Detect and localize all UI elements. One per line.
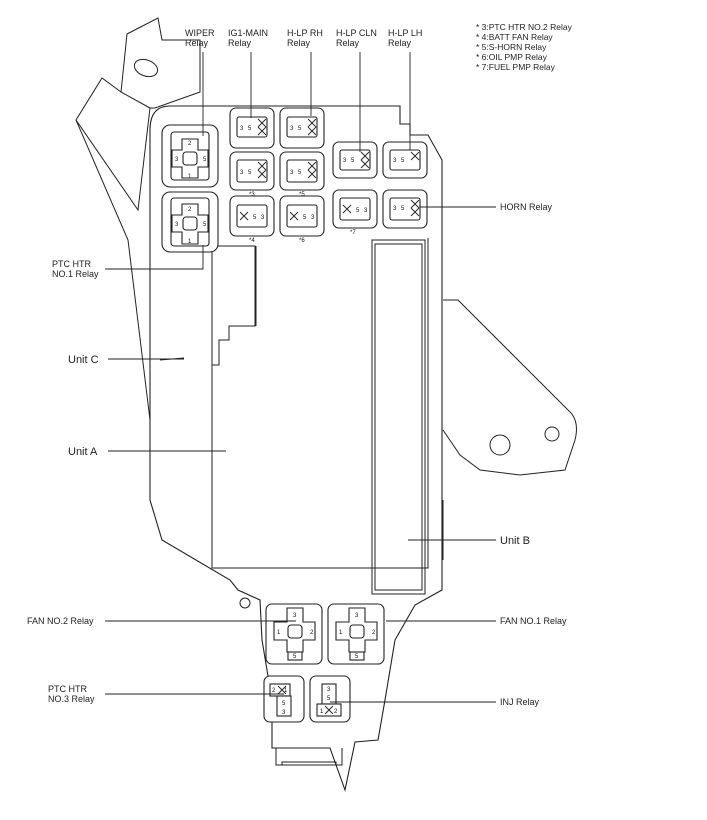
pin-label: 3 bbox=[364, 208, 368, 214]
star-6-label: *6 bbox=[299, 238, 305, 244]
bottom-connector bbox=[275, 748, 343, 766]
pin-label: 2 bbox=[272, 688, 276, 694]
pin-label: 3 bbox=[282, 710, 286, 716]
leader-lines bbox=[105, 52, 496, 703]
pin-label: 5 bbox=[248, 126, 252, 132]
pin-label: 3 bbox=[261, 215, 265, 221]
pin-label: 5 bbox=[303, 215, 307, 221]
horn-relay-label: HORN Relay bbox=[500, 202, 553, 212]
relay-6-socket bbox=[279, 195, 325, 237]
pin-label: 5 bbox=[401, 158, 405, 164]
pin-label: 1 bbox=[284, 688, 288, 694]
pin-label: 2 bbox=[334, 709, 338, 715]
pin-label: 2 bbox=[188, 207, 192, 213]
pin-labels: 2 3 5 1 2 3 5 1 3 5 3 5 3 5 3 5 3 5 3 5 … bbox=[175, 126, 405, 716]
note-item: * 6:OIL PMP Relay bbox=[476, 52, 548, 62]
pin-label: 5 bbox=[356, 208, 360, 214]
bracket-edge bbox=[75, 119, 151, 421]
unit-b-label: Unit B bbox=[500, 535, 530, 547]
mount-hole-left bbox=[239, 597, 251, 609]
housing-right-bracket bbox=[442, 299, 577, 476]
pin-label: 5 bbox=[298, 170, 302, 176]
pin-label: 2 bbox=[188, 141, 192, 147]
right-bracket-hole-2 bbox=[544, 426, 560, 442]
pin-label: 5 bbox=[293, 654, 297, 660]
star-7-label: *7 bbox=[350, 230, 356, 236]
pin-label: 1 bbox=[188, 239, 192, 245]
right-bracket-hole-1 bbox=[489, 434, 511, 456]
star-5-label: *5 bbox=[299, 192, 305, 198]
pin-label: 5 bbox=[203, 222, 207, 228]
inj-relay-socket bbox=[309, 675, 351, 723]
ptc1-relay-socket bbox=[161, 191, 219, 253]
pin-label: 1 bbox=[320, 709, 324, 715]
pin-label: 3 bbox=[393, 158, 397, 164]
pin-label: 5 bbox=[203, 157, 207, 163]
pin-label: 1 bbox=[188, 174, 192, 180]
unit-b-panel-inner bbox=[374, 243, 423, 591]
relay-7-socket bbox=[332, 189, 378, 229]
notes-list: * 3:PTC HTR NO.2 Relay * 4:BATT FAN Rela… bbox=[476, 22, 573, 72]
fan2-relay-label: FAN NO.2 Relay bbox=[27, 616, 94, 626]
hlp-cln-relay-socket bbox=[332, 141, 378, 179]
relay-3-socket bbox=[229, 151, 275, 191]
inj-relay-label: INJ Relay bbox=[500, 697, 540, 707]
unit-a-label: Unit A bbox=[68, 446, 98, 458]
pin-label: 5 bbox=[282, 701, 286, 707]
pin-label: 5 bbox=[248, 170, 252, 176]
star-4-label: *4 bbox=[249, 238, 255, 244]
pin-label: 3 bbox=[293, 613, 297, 619]
cross-marks bbox=[239, 118, 420, 715]
pin-label: 5 bbox=[355, 654, 359, 660]
fan2-relay-socket bbox=[265, 603, 323, 665]
note-item: * 4:BATT FAN Relay bbox=[476, 32, 553, 42]
pin-label: 3 bbox=[240, 170, 244, 176]
pin-label: 3 bbox=[290, 126, 294, 132]
pin-label: 5 bbox=[298, 126, 302, 132]
pin-label: 1 bbox=[277, 630, 281, 636]
note-item: * 3:PTC HTR NO.2 Relay bbox=[476, 22, 573, 32]
pin-label: 3 bbox=[343, 158, 347, 164]
pin-label: 3 bbox=[311, 215, 315, 221]
hlp-lh-relay-socket bbox=[382, 141, 428, 179]
wiper-relay-socket bbox=[161, 124, 219, 188]
pin-label: 2 bbox=[372, 630, 376, 636]
bracket-hole bbox=[133, 58, 159, 78]
fan1-relay-label: FAN NO.1 Relay bbox=[500, 616, 567, 626]
pin-label: 1 bbox=[339, 630, 343, 636]
pin-label: 3 bbox=[175, 222, 179, 228]
hlp-rh-relay-socket bbox=[279, 107, 325, 149]
pin-label: 5 bbox=[253, 215, 257, 221]
pin-label: 3 bbox=[393, 206, 397, 212]
unit-a-region bbox=[211, 245, 256, 366]
relay-5-socket bbox=[279, 151, 325, 191]
pin-label: 5 bbox=[351, 158, 355, 164]
relay-4-socket bbox=[229, 195, 275, 237]
unit-c-label: Unit C bbox=[68, 354, 99, 366]
unit-b-panel bbox=[371, 239, 426, 595]
note-item: * 5:S-HORN Relay bbox=[476, 42, 547, 52]
pin-label: 2 bbox=[310, 630, 314, 636]
pin-label: 3 bbox=[327, 687, 331, 693]
pin-label: 3 bbox=[175, 157, 179, 163]
pin-label: 5 bbox=[327, 696, 331, 702]
pin-label: 3 bbox=[240, 126, 244, 132]
unit-a-border bbox=[211, 238, 429, 569]
note-item: * 7:FUEL PMP Relay bbox=[476, 62, 556, 72]
pin-label: 3 bbox=[290, 170, 294, 176]
pin-label: 5 bbox=[401, 206, 405, 212]
fan1-relay-socket bbox=[327, 603, 385, 665]
horn-relay-socket bbox=[382, 189, 428, 229]
pin-label: 3 bbox=[355, 613, 359, 619]
ig1-main-relay-socket bbox=[229, 107, 275, 149]
star-3-label: *3 bbox=[249, 192, 255, 198]
